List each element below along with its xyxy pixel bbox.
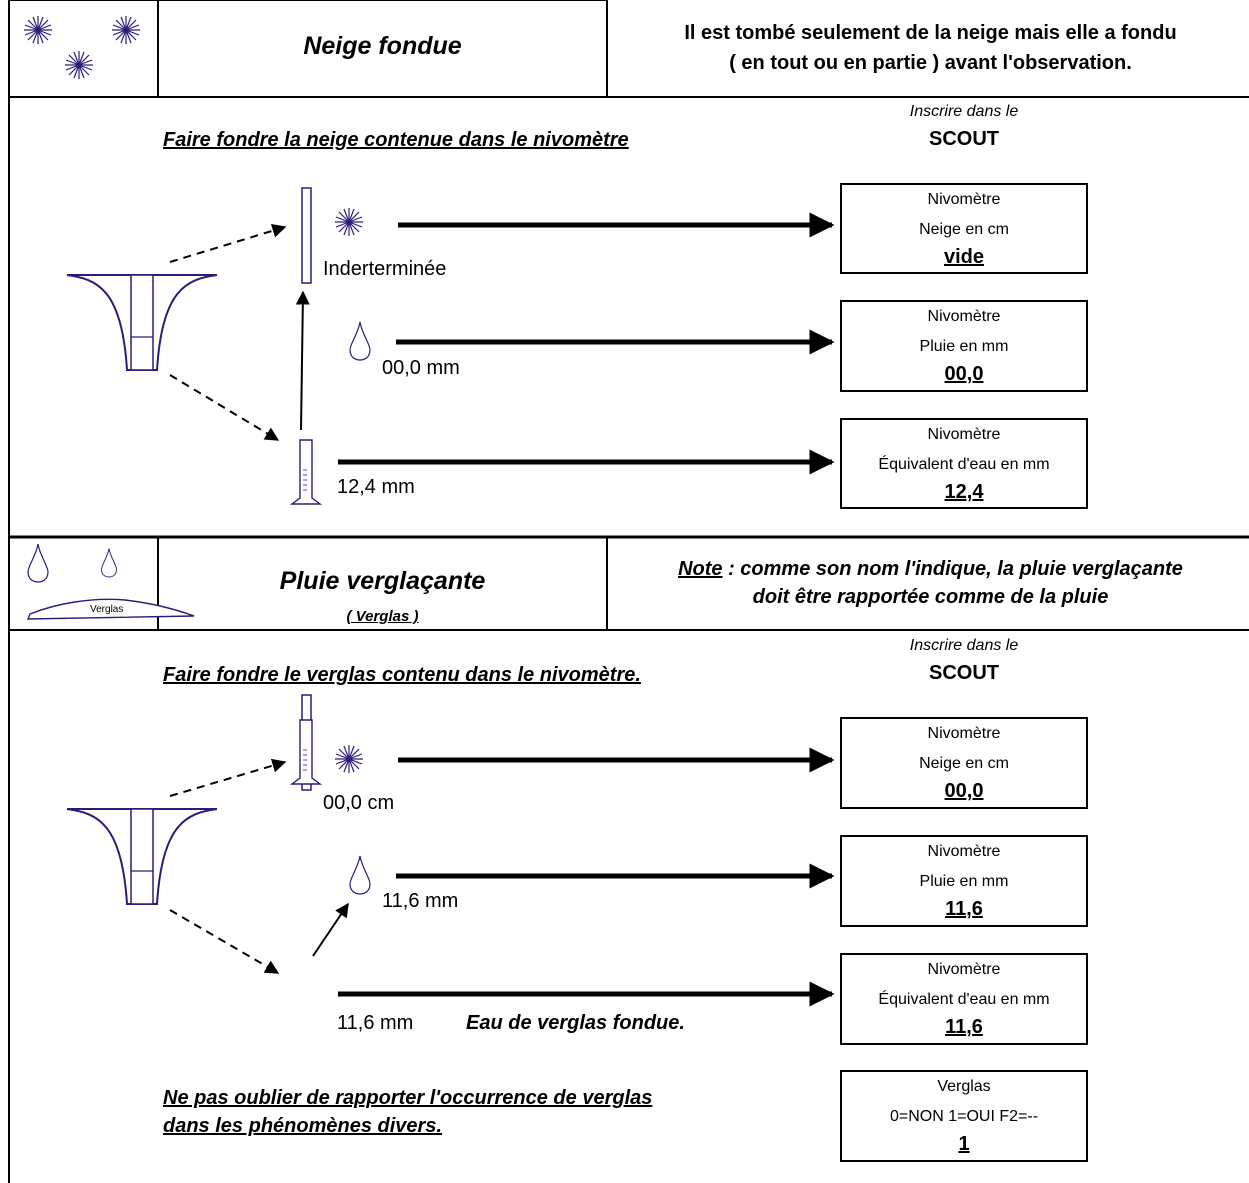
snow-value: 00,0 cm	[323, 792, 395, 814]
raindrop-icon	[349, 321, 371, 361]
scout-box-verglas: Verglas 0=NON 1=OUI F2=-- 1	[840, 1070, 1088, 1162]
snow-gauge-icon	[66, 274, 218, 371]
box-value: 11,6	[945, 1016, 983, 1038]
snowflake-icon	[64, 50, 94, 80]
rain-value: 11,6 mm	[382, 890, 459, 912]
graduated-cylinder-icon	[291, 719, 321, 785]
water-value: 11,6 mm	[337, 1012, 414, 1034]
section1-instruction: Faire fondre la neige contenue dans le n…	[163, 129, 629, 151]
section2-subtitle: ( Verglas )	[346, 608, 419, 625]
scout-label: SCOUT	[929, 662, 999, 684]
snow-gauge-icon	[66, 808, 218, 905]
box-line1: Nivomètre	[927, 191, 1001, 208]
box-line2: Neige en cm	[919, 221, 1009, 238]
raindrop-icon	[101, 548, 117, 578]
box-line1: Nivomètre	[927, 725, 1001, 742]
box-line2: Neige en cm	[919, 755, 1009, 772]
scout-label: SCOUT	[929, 128, 999, 150]
melted-ice-label: Eau de verglas fondue.	[466, 1012, 685, 1034]
section2-note-line1: Note : comme son nom l'indique, la pluie…	[612, 556, 1249, 583]
section1-title: Neige fondue	[303, 32, 462, 60]
snowflake-icon	[111, 15, 141, 45]
verglas-icon-label: Verglas	[90, 604, 124, 615]
section2-title: Pluie verglaçante	[279, 567, 486, 595]
ice-layer-icon	[26, 598, 195, 620]
scout-box-snow: Nivomètre Neige en cm vide	[840, 183, 1088, 274]
dashed-arrow-to-tube	[169, 223, 287, 263]
box-line2: Équivalent d'eau en mm	[878, 456, 1050, 473]
arrow-cylinder-to-tube	[295, 290, 310, 431]
rain-value: 00,0 mm	[382, 357, 460, 379]
scout-box-snow: Nivomètre Neige en cm 00,0	[840, 717, 1088, 809]
inscrire-label: Inscrire dans le	[909, 103, 1019, 120]
box-value: 1	[958, 1133, 970, 1155]
inscrire-label: Inscrire dans le	[909, 637, 1019, 654]
dashed-arrow-to-tube	[169, 758, 287, 797]
scout-box-water: Nivomètre Équivalent d'eau en mm 12,4	[840, 418, 1088, 509]
box-value: 00,0	[944, 363, 984, 385]
box-value: 12,4	[944, 481, 984, 503]
section1-note-line2: ( en tout ou en partie ) avant l'observa…	[729, 52, 1132, 74]
box-value: vide	[943, 246, 985, 268]
measuring-tube-icon	[301, 187, 312, 284]
snowflake-icon	[23, 15, 53, 45]
box-value: 11,6	[945, 898, 983, 920]
box-line1: Nivomètre	[927, 961, 1001, 978]
water-value: 12,4 mm	[337, 476, 415, 498]
box-line2: 0=NON 1=OUI F2=--	[889, 1108, 1039, 1125]
snowflake-icon	[334, 744, 364, 774]
box-line2: Équivalent d'eau en mm	[878, 991, 1050, 1008]
raindrop-icon	[27, 543, 49, 583]
reminder-line1: Ne pas oublier de rapporter l'occurrence…	[163, 1087, 653, 1109]
scout-box-rain: Nivomètre Pluie en mm 11,6	[840, 835, 1088, 927]
box-line1: Verglas	[937, 1078, 991, 1095]
box-line2: Pluie en mm	[919, 873, 1009, 890]
section1-header-frame	[8, 0, 608, 98]
box-line2: Pluie en mm	[919, 338, 1009, 355]
dashed-arrow-to-cylinder	[169, 909, 280, 974]
snowflake-icon	[334, 207, 364, 237]
reminder-line2: dans les phénomènes divers.	[163, 1115, 442, 1137]
note-prefix: Note	[678, 558, 723, 580]
dashed-arrow-to-cylinder	[169, 374, 280, 441]
scout-box-water: Nivomètre Équivalent d'eau en mm 11,6	[840, 953, 1088, 1045]
scout-box-rain: Nivomètre Pluie en mm 00,0	[840, 300, 1088, 392]
section2-instruction: Faire fondre le verglas contenu dans le …	[163, 664, 641, 686]
snow-value: Inderterminée	[323, 258, 447, 280]
box-value: 00,0	[944, 780, 984, 802]
raindrop-icon	[349, 855, 371, 895]
note-text: : comme son nom l'indique, la pluie verg…	[722, 558, 1183, 580]
arrow-cylinder-to-drop	[312, 902, 349, 957]
box-line1: Nivomètre	[927, 308, 1001, 325]
box-line1: Nivomètre	[927, 843, 1001, 860]
section2-note-line2: doit être rapportée comme de la pluie	[752, 586, 1109, 608]
graduated-cylinder-icon	[291, 439, 321, 505]
section1-note-line1: Il est tombé seulement de la neige mais …	[684, 22, 1177, 44]
box-line1: Nivomètre	[927, 426, 1001, 443]
